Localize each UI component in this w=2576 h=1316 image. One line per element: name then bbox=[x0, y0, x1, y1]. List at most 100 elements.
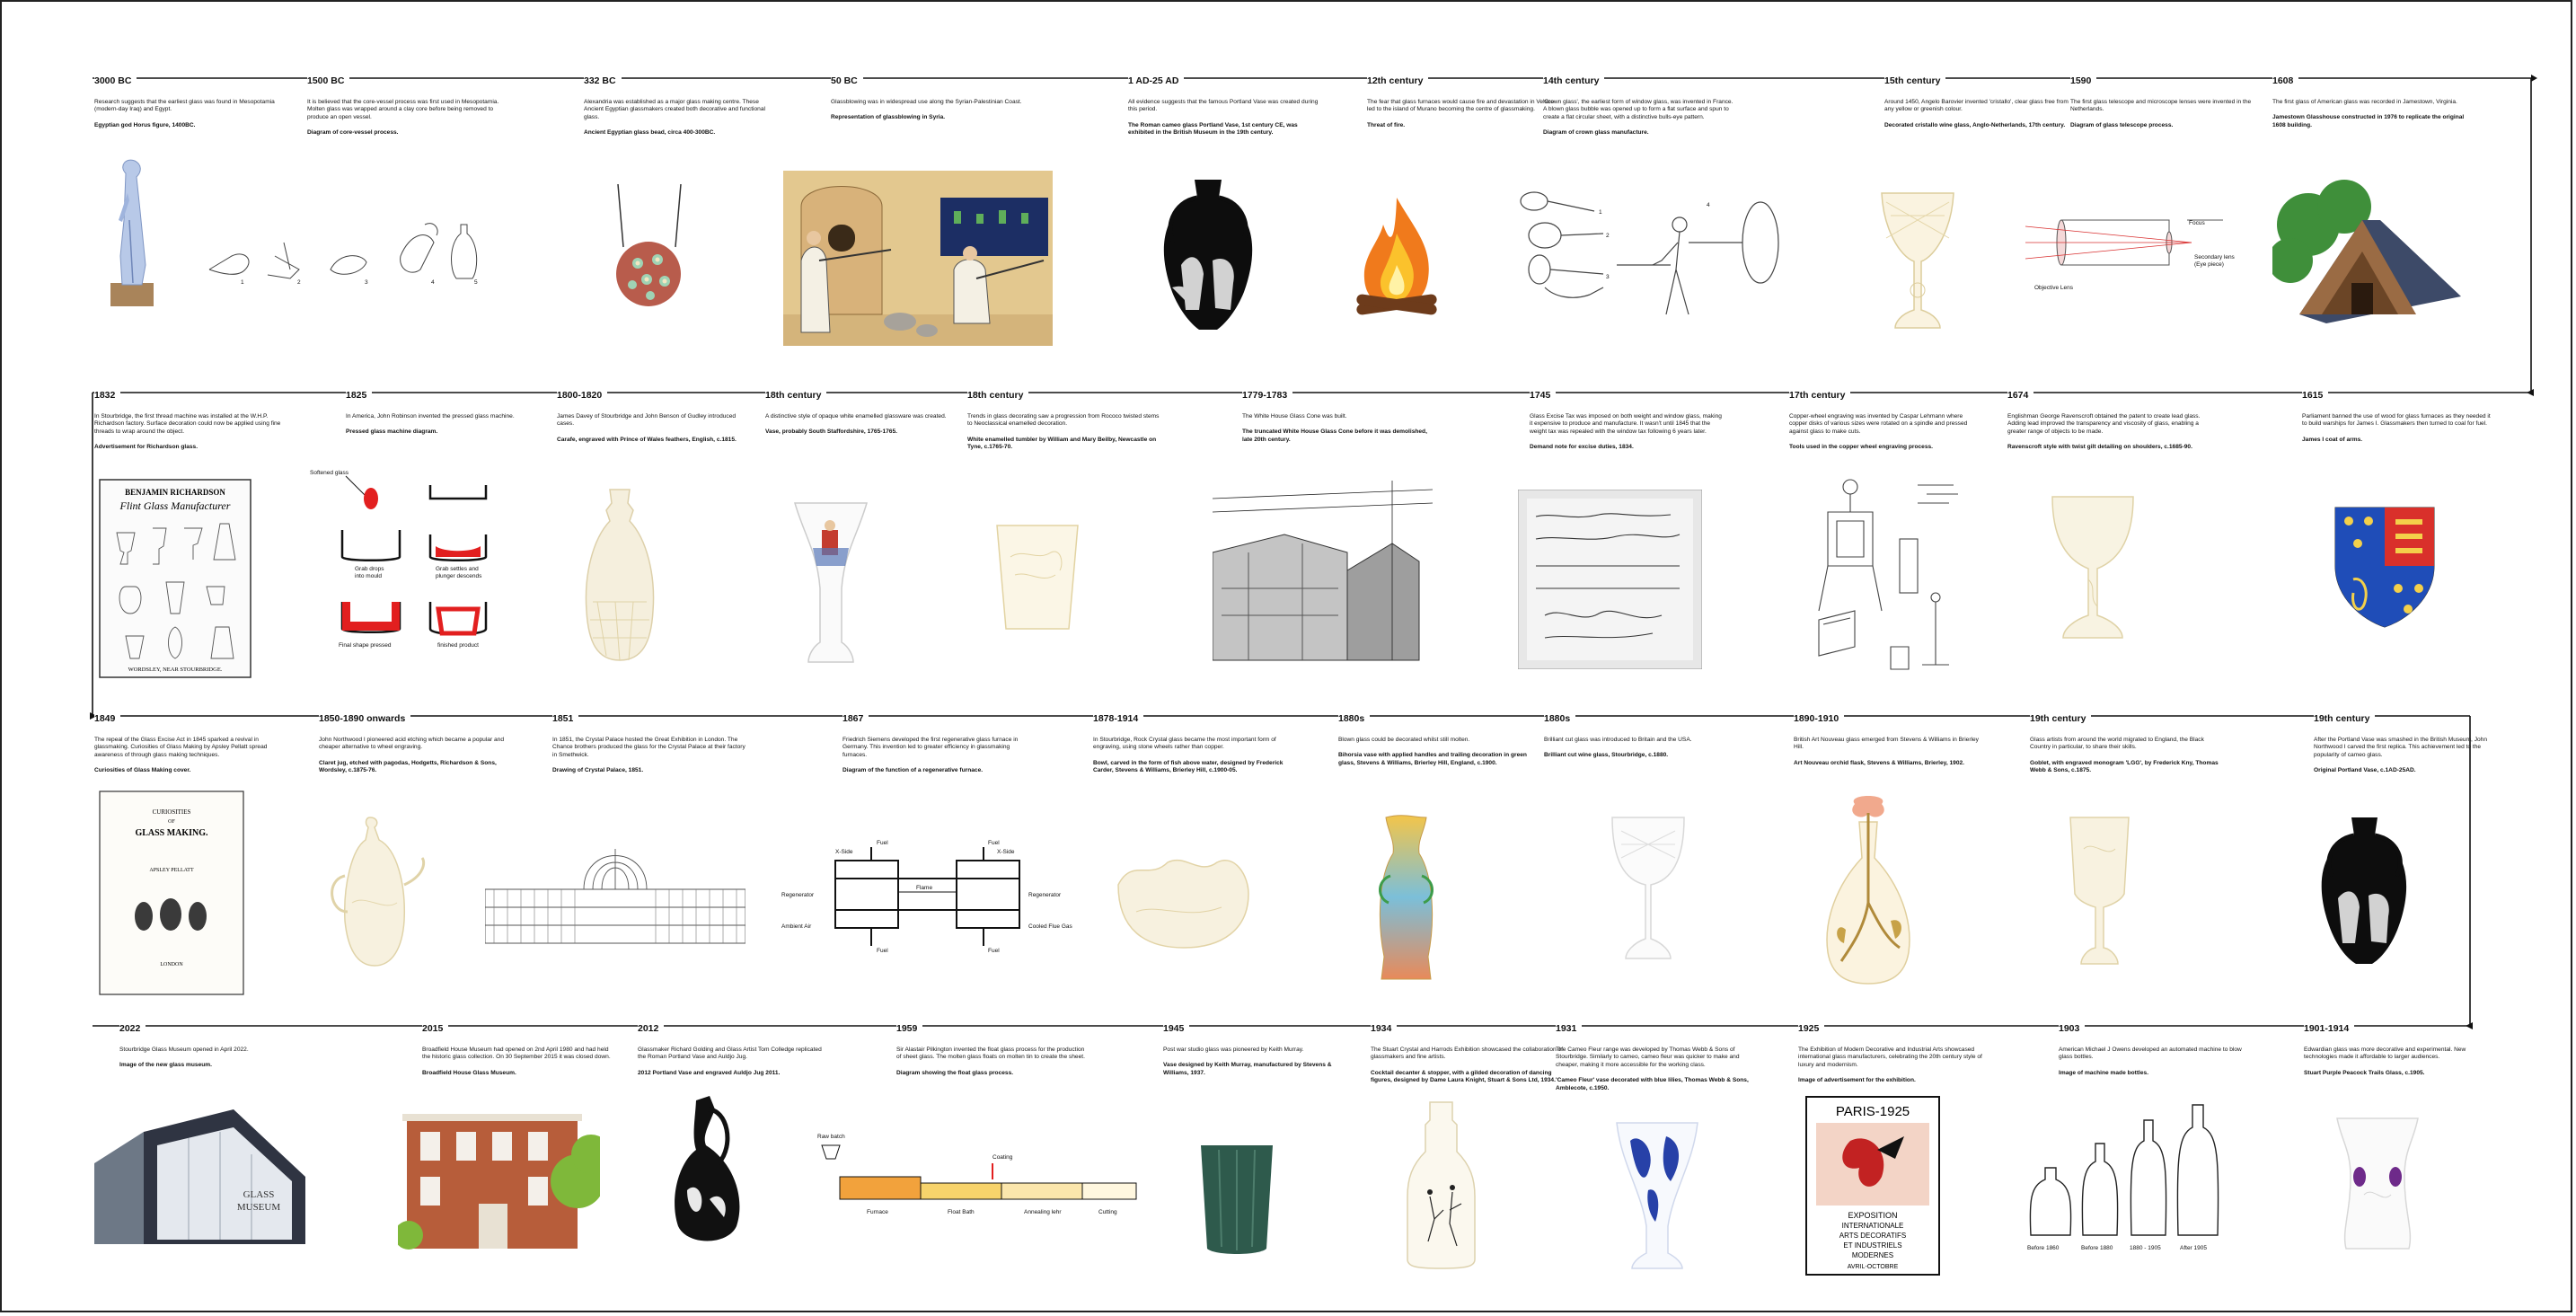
entry-description: Englishman George Ravenscroft obtained t… bbox=[2007, 413, 2201, 435]
glass-cone-image bbox=[1213, 481, 1433, 674]
entry-date: 1590 bbox=[2070, 75, 2097, 86]
entry-description: Glassblowing was in widespread use along… bbox=[831, 99, 1022, 105]
ambient-air-label: Ambient Air bbox=[781, 923, 812, 930]
entry-caption: Image of advertisement for the exhibitio… bbox=[1798, 1077, 1916, 1084]
entry-description: Glass Excise Tax was imposed on both wei… bbox=[1530, 413, 1722, 435]
entry-description: Edwardian glass was more decorative and … bbox=[2304, 1047, 2466, 1061]
float-glass-diagram: Raw batch Coating Furnace Float Bath Ann… bbox=[817, 1134, 1137, 1215]
entry-caption: 'Cameo Fleur' vase decorated with blue l… bbox=[1556, 1077, 1749, 1091]
book-publisher: LONDON bbox=[160, 962, 183, 967]
x-side-label: X-Side bbox=[997, 849, 1015, 855]
entry-caption: 2012 Portland Vase and engraved Auldjo J… bbox=[638, 1069, 781, 1076]
raw-batch-label: Raw batch bbox=[817, 1134, 845, 1140]
auldjo-jug-image bbox=[675, 1096, 740, 1241]
poster-line-4: ET INDUSTRIELS bbox=[1843, 1241, 1901, 1250]
entry-date: 1934 bbox=[1371, 1023, 1398, 1034]
entry-description: Blown glass could be decorated whilst st… bbox=[1338, 737, 1470, 743]
step-label: 1 bbox=[1599, 209, 1602, 216]
furnace-diagram: Fuel Fuel X-Side X-Side Flame Regenerato… bbox=[781, 840, 1073, 954]
press-step-4: finished product bbox=[437, 642, 479, 649]
entry-description: Copper-wheel engraving was invented by C… bbox=[1789, 413, 1968, 435]
entry-description: Alexandria was established as a major gl… bbox=[584, 99, 765, 120]
portland-vase-2-image bbox=[2321, 817, 2407, 964]
entry-description: British Art Nouveau glass emerged from S… bbox=[1794, 737, 1979, 751]
entry-date: 18th century bbox=[967, 390, 1029, 401]
glass-museum-image: GLASS MUSEUM bbox=[94, 1109, 305, 1244]
step-label: 4 bbox=[431, 279, 435, 286]
richardson-footer: WORDSLEY, NEAR STOURBRIDGE. bbox=[128, 667, 223, 673]
cutting-label: Cutting bbox=[1098, 1209, 1117, 1215]
entry-date: 19th century bbox=[2314, 713, 2376, 724]
carved-bowl-image bbox=[1117, 859, 1249, 949]
annealing-lehr-label: Annealing lehr bbox=[1024, 1209, 1062, 1215]
press-step-1b: into mould bbox=[355, 573, 382, 579]
entry-date: 1500 BC bbox=[307, 75, 350, 86]
entry-description: Friedrich Siemens developed the first re… bbox=[842, 737, 1019, 758]
portland-vase-image bbox=[1163, 180, 1253, 330]
entry-description: The Cameo Fleur range was developed by T… bbox=[1556, 1047, 1740, 1068]
entry-date: 1745 bbox=[1530, 390, 1557, 401]
entry-caption: Drawing of Crystal Palace, 1851. bbox=[552, 767, 644, 774]
entry-description: Glassmaker Richard Golding and Glass Art… bbox=[638, 1047, 822, 1061]
entry-caption: James I coat of arms. bbox=[2302, 436, 2363, 443]
entry-caption: Broadfield House Glass Museum. bbox=[422, 1069, 516, 1076]
entry-description: The first glass telescope and microscope… bbox=[2070, 99, 2252, 113]
step-label: 2 bbox=[297, 279, 301, 286]
entry-date: 1850-1890 onwards bbox=[319, 713, 411, 724]
cameo-fleur-vase-image bbox=[1616, 1122, 1698, 1269]
entry-date: 1901-1914 bbox=[2304, 1023, 2355, 1034]
glasshouse-image bbox=[2272, 180, 2461, 323]
entry-date: 2022 bbox=[119, 1023, 146, 1034]
entry-date: 18th century bbox=[765, 390, 827, 401]
x-side-label: X-Side bbox=[835, 849, 853, 855]
entry-description: In America, John Robinson invented the p… bbox=[346, 413, 515, 420]
cocktail-decanter-image bbox=[1407, 1101, 1476, 1269]
step-label: 1 bbox=[241, 279, 244, 286]
beilby-tumbler-image bbox=[996, 525, 1079, 630]
entry-caption: White enamelled tumbler by William and M… bbox=[967, 436, 1157, 451]
entry-date: 2015 bbox=[422, 1023, 449, 1034]
paris-poster-image: PARIS-1925 EXPOSITION INTERNATIONALE ART… bbox=[1805, 1096, 1940, 1276]
entry-caption: Jamestown Glasshouse constructed in 1976… bbox=[2272, 114, 2465, 128]
entry-description: Stourbridge Glass Museum opened in April… bbox=[119, 1047, 249, 1053]
book-cover-image: CURIOSITIES OF GLASS MAKING. APSLEY PELL… bbox=[99, 790, 244, 995]
poster-line-2: INTERNATIONALE bbox=[1842, 1222, 1904, 1230]
book-author: APSLEY PELLATT bbox=[149, 868, 194, 873]
fuel-label: Fuel bbox=[988, 948, 1000, 954]
step-label: 3 bbox=[365, 279, 368, 286]
entry-caption: The Roman cameo glass Portland Vase, 1st… bbox=[1128, 121, 1298, 137]
book-title: GLASS MAKING. bbox=[135, 828, 208, 838]
bottle-label: After 1905 bbox=[2180, 1245, 2207, 1251]
cristallo-glass-image bbox=[1881, 192, 1954, 329]
entry-description: A distinctive style of opaque white enam… bbox=[765, 413, 947, 420]
entry-date: 1880s bbox=[1544, 713, 1576, 724]
step-label: 5 bbox=[474, 279, 478, 286]
coat-of-arms-image bbox=[2334, 507, 2435, 628]
entry-description: After the Portland Vase was smashed in t… bbox=[2314, 737, 2488, 758]
glass-bead-image bbox=[616, 184, 682, 306]
press-step-3: Final shape pressed bbox=[339, 642, 392, 649]
entry-description: The Stuart Crystal and Harrods Exhibitio… bbox=[1371, 1047, 1564, 1061]
richardson-ad-image: BENJAMIN RICHARDSON Flint Glass Manufact… bbox=[99, 479, 251, 678]
engraving-tools-image bbox=[1818, 479, 1958, 670]
entry-description: In 1851, the Crystal Palace hosted the G… bbox=[552, 737, 745, 758]
entry-date: 1878-1914 bbox=[1093, 713, 1144, 724]
entry-date: 1945 bbox=[1163, 1023, 1190, 1034]
entry-description: 'Crown glass', the earliest form of wind… bbox=[1543, 99, 1734, 120]
entry-description: American Michael J Owens developed an au… bbox=[2059, 1047, 2242, 1061]
entry-caption: Goblet, with engraved monogram 'LGG', by… bbox=[2030, 759, 2219, 774]
regenerator-label: Regenerator bbox=[1028, 892, 1062, 898]
